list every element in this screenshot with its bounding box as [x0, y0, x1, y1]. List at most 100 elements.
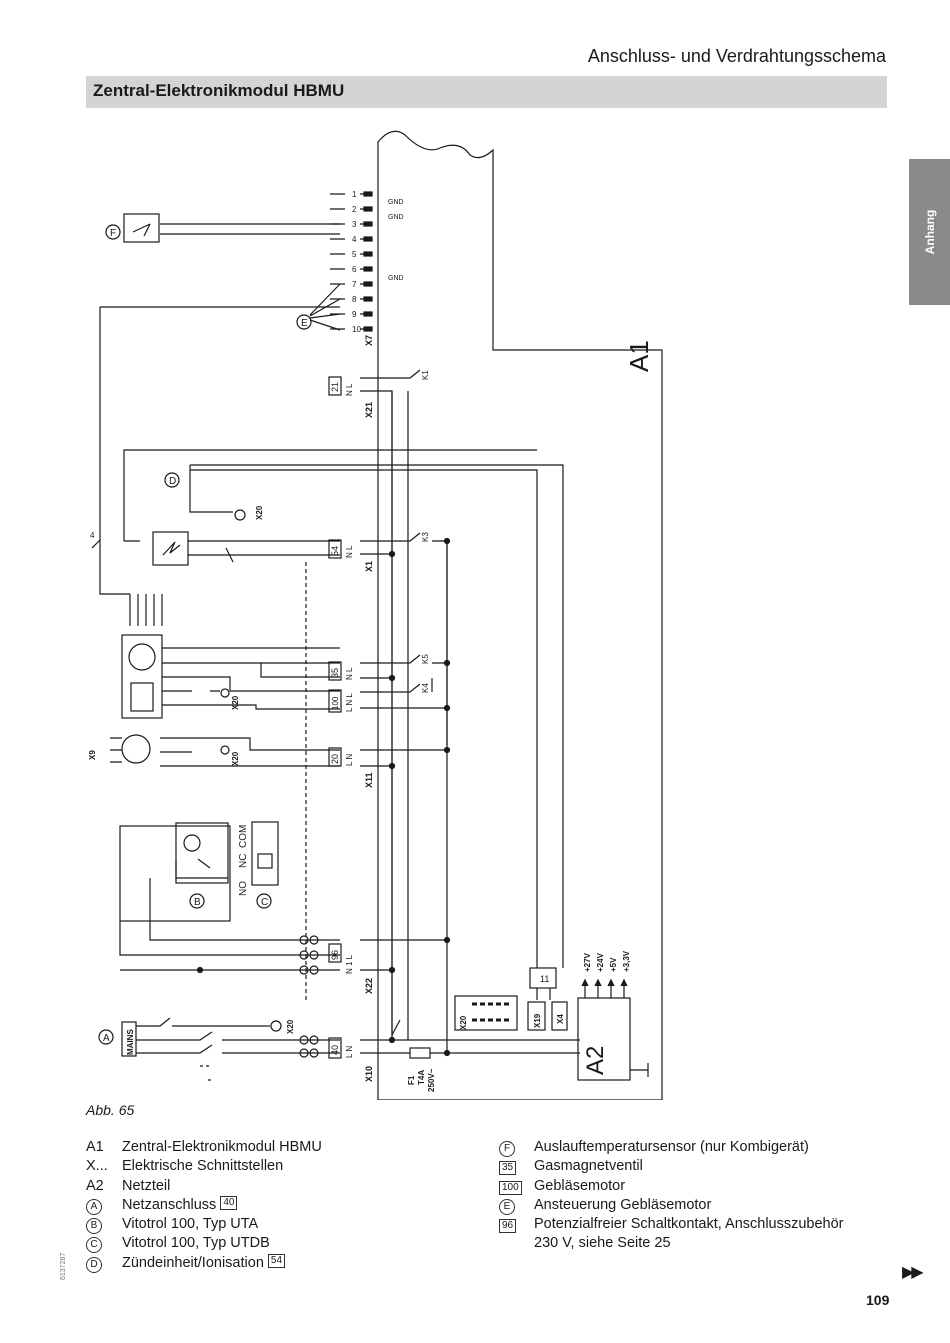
vitotrol-b-c: NC COM NO B C	[119, 821, 340, 974]
x20-internal: X20	[454, 995, 518, 1031]
legend-ref: 40	[220, 1195, 238, 1210]
marker-d: D	[169, 476, 176, 487]
legend-item-a2: A2 Netzteil	[86, 1177, 322, 1196]
side-tab-anhang[interactable]: Anhang	[909, 159, 950, 305]
x7-pin-9: 9	[352, 310, 357, 319]
x9-label: X9	[88, 750, 97, 760]
legend-marker: A	[86, 1198, 102, 1215]
legend-text: Zündeinheit/Ionisation	[122, 1254, 264, 1271]
fan-gasvalve-block: X20	[121, 634, 340, 719]
x7-pin-8: 8	[352, 295, 357, 304]
legend-box: 100	[499, 1180, 522, 1195]
x20-label-3: X20	[231, 751, 240, 766]
x7-gnd-1: GND	[388, 199, 404, 206]
marker-b: B	[194, 897, 201, 908]
x4-label: X4	[556, 1014, 565, 1024]
legend-item-marker-b: B Vitotrol 100, Typ UTA	[86, 1215, 322, 1235]
fan-control-lines: E 4	[90, 283, 341, 626]
x7-pin-contact	[363, 296, 373, 302]
x7-pin-7: 7	[352, 280, 357, 289]
x20-label-5: X20	[286, 1019, 295, 1034]
x10-pins: L N	[345, 1046, 354, 1058]
legend-item-x: X... Elektrische Schnittstellen	[86, 1157, 322, 1176]
x7-pin-1: 1	[352, 190, 357, 199]
legend-ref: 54	[267, 1253, 286, 1268]
x35-x100-connectors: 35 100 N L L N L K5 K4	[328, 654, 451, 713]
x1-pins: N L	[345, 545, 354, 558]
psu-a2-label: A2	[582, 1046, 609, 1075]
legend-item-a1: A1 Zentral-Elektronikmodul HBMU	[86, 1138, 322, 1157]
x7-gnd-3: GND	[388, 275, 404, 282]
x7-pin-3: 3	[352, 220, 357, 229]
mains-x10: A MAINS X20 40 L N X10 F1 T4A 250V~	[98, 1017, 580, 1092]
legend-text: Gebläsemotor	[534, 1177, 626, 1194]
legend-text: Elektrische Schnittstellen	[122, 1158, 284, 1175]
x19-label: X19	[533, 1013, 542, 1028]
x1-box: 54	[330, 546, 340, 556]
x1-label: X1	[364, 561, 374, 572]
marker-f: F	[110, 228, 116, 239]
x21-label: X21	[364, 402, 374, 418]
section-bar: Zentral-Elektronikmodul HBMU	[86, 76, 887, 108]
legend-key: A2	[86, 1177, 104, 1194]
sensor-f: F	[105, 213, 340, 243]
x35-box: 35	[330, 668, 340, 678]
legend-text: Vitotrol 100, Typ UTDB	[122, 1235, 270, 1252]
chapter-title: Anschluss- und Verdrahtungsschema	[587, 46, 886, 66]
x21-pins: N L	[345, 383, 354, 396]
legend-item-96-cont: 230 V, siehe Seite 25	[499, 1234, 844, 1253]
x7-pin-contact	[363, 206, 373, 212]
legend-text: Netzanschluss	[122, 1196, 217, 1213]
legend-text: Zentral-Elektronikmodul HBMU	[122, 1139, 322, 1155]
x20-label-4: X20	[459, 1015, 468, 1030]
x7-pin-4: 4	[352, 235, 357, 244]
com-label: COM	[238, 825, 249, 848]
x10-label: X10	[364, 1066, 374, 1082]
legend-box: 96	[499, 1219, 517, 1234]
x10-box: 40	[330, 1045, 340, 1055]
x7-pin-contact	[363, 221, 373, 227]
x7-pin-contact	[363, 191, 373, 197]
next-page-arrows[interactable]: ▶▶	[902, 1264, 924, 1281]
legend-left: A1 Zentral-Elektronikmodul HBMU X... Ele…	[86, 1138, 322, 1273]
relay-k4: K4	[421, 683, 430, 693]
x22-label: X22	[364, 978, 374, 994]
x7-pin-contact	[363, 281, 373, 287]
marker-e: E	[301, 318, 308, 329]
x7-gnd-2: GND	[388, 214, 404, 221]
x22-connector: 96 N 1 L X22	[299, 935, 451, 994]
legend-item-marker-f: F Auslauftemperatursensor (nur Kombigerä…	[499, 1138, 844, 1157]
legend-marker: D	[86, 1256, 102, 1273]
x100-pins: L N L	[345, 693, 354, 712]
document-number: 6137287	[60, 1252, 67, 1280]
legend-text: Netzteil	[122, 1177, 171, 1194]
x20-label-2: X20	[231, 695, 240, 710]
figure-caption: Abb. 65	[86, 1102, 135, 1118]
voltage-24v: +24V	[596, 952, 605, 972]
x7-label: X7	[364, 335, 374, 346]
x7-pin-10: 10	[352, 325, 361, 334]
nc-label: NC	[238, 854, 249, 868]
voltage-3v3: +3,3V	[622, 950, 631, 972]
section-title: Zentral-Elektronikmodul HBMU	[93, 81, 345, 100]
legend-item-35: 35 Gasmagnetventil	[499, 1157, 844, 1176]
legend-text: Auslauftemperatursensor (nur Kombigerät)	[534, 1139, 809, 1155]
legend-text: Ansteuerung Gebläsemotor	[534, 1196, 712, 1213]
legend-box: 35	[499, 1161, 517, 1176]
fuse-rating: T4A	[417, 1070, 426, 1085]
wire-count-4: 4	[90, 531, 95, 540]
x100-box: 100	[331, 696, 340, 710]
legend-item-marker-e: E Ansteuerung Gebläsemotor	[499, 1196, 844, 1215]
mains-label: MAINS	[126, 1029, 135, 1055]
ignition-unit-d: D X20	[123, 449, 564, 958]
fuse-f1: F1	[407, 1075, 416, 1085]
module-a1-label: A1	[624, 340, 654, 372]
x7-pin-5: 5	[352, 250, 357, 259]
x11-pins: L N	[345, 754, 354, 766]
legend-item-96: 96 Potenzialfreier Schaltkontakt, Anschl…	[499, 1215, 844, 1234]
x22-box: 96	[330, 950, 340, 960]
marker-c: C	[261, 897, 268, 908]
marker-a: A	[103, 1033, 110, 1044]
